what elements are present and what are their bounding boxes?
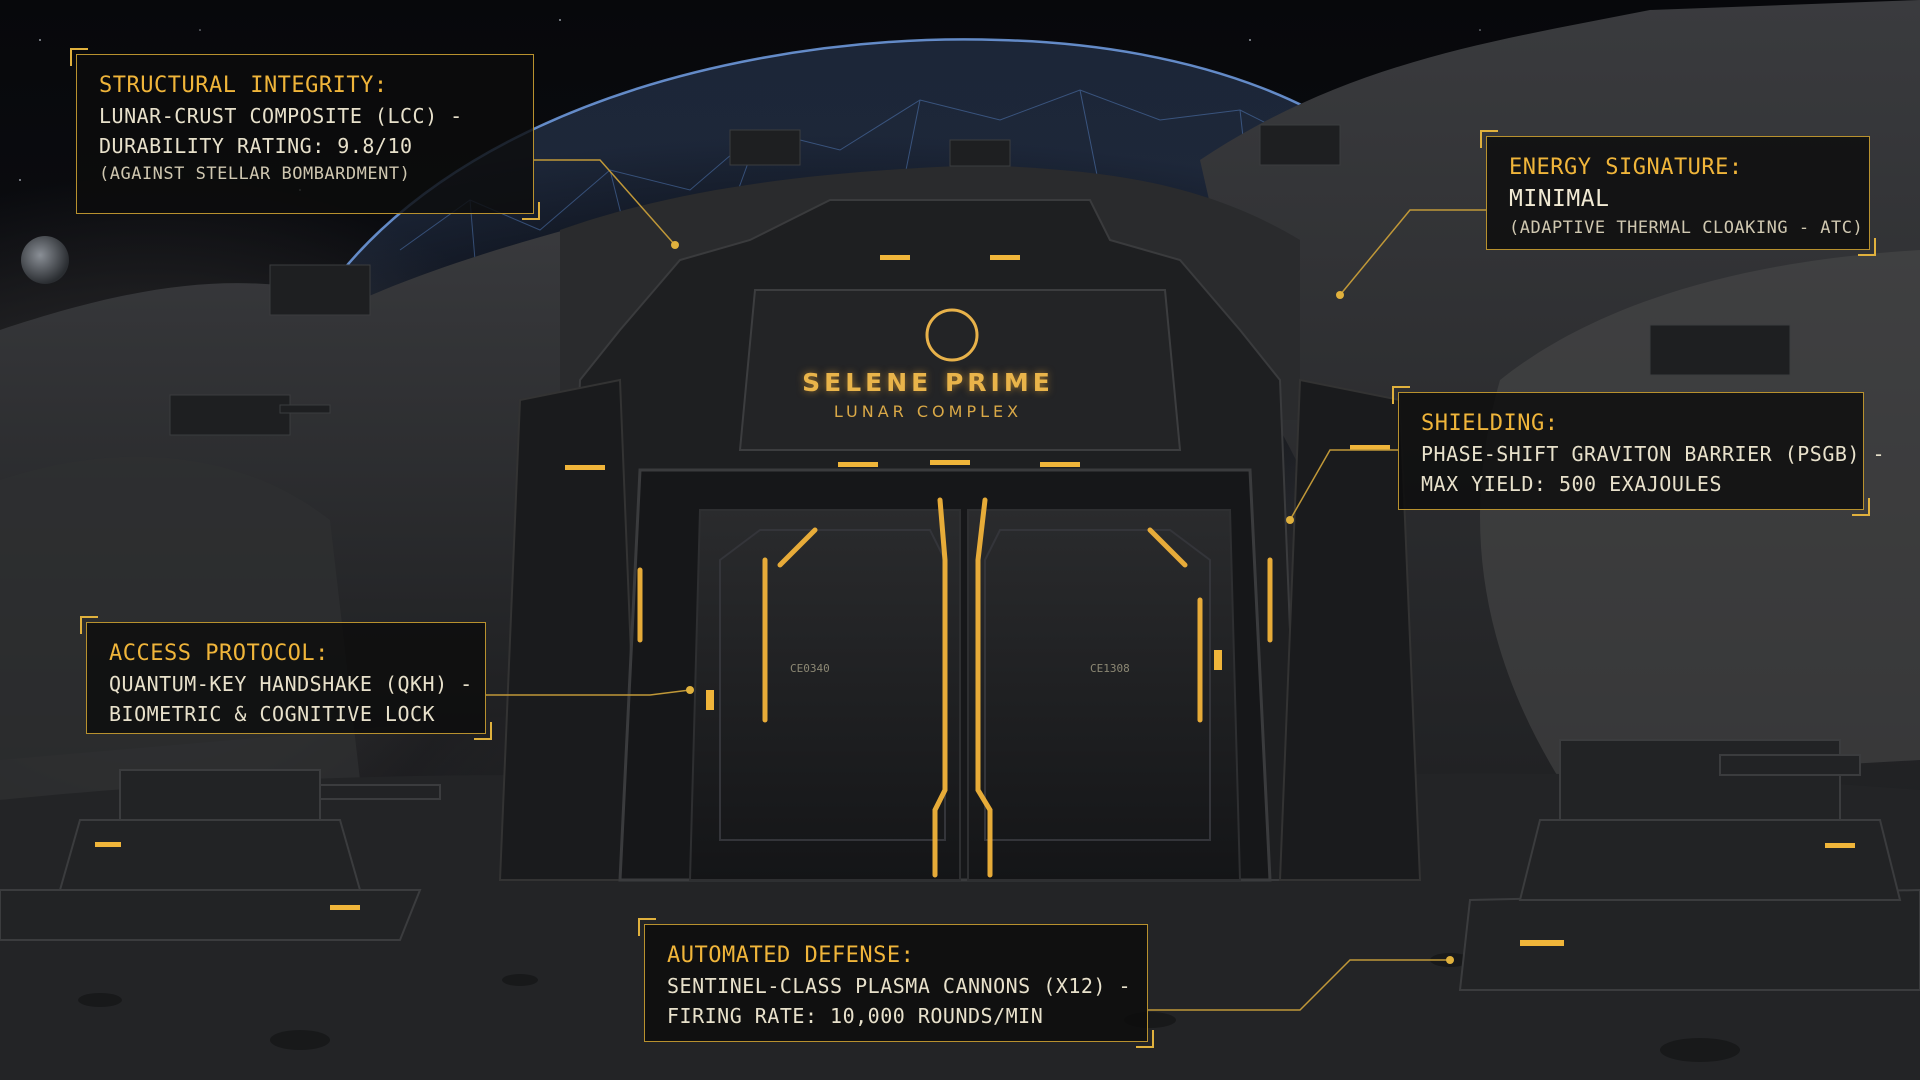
door-code-right: CE1308 (1090, 662, 1130, 675)
access-protocol-panel: ACCESS PROTOCOL: QUANTUM-KEY HANDSHAKE (… (80, 616, 492, 740)
turret-right (1458, 739, 1920, 991)
panel-heading: STRUCTURAL INTEGRITY: (99, 73, 388, 98)
structural-integrity-panel: STRUCTURAL INTEGRITY: LUNAR-CRUST COMPOS… (70, 48, 540, 220)
panel-heading: SHIELDING: (1421, 411, 1559, 436)
complex-name: SELENE PRIME (802, 368, 1054, 397)
turret-left (0, 769, 441, 941)
distant-planet (21, 236, 69, 284)
panel-line: PHASE-SHIFT GRAVITON BARRIER (PSGB) - (1421, 442, 1886, 466)
turret-small-4 (729, 124, 1341, 167)
panel-line: DURABILITY RATING: 9.8/10 (99, 134, 413, 158)
panel-line: MAX YIELD: 500 EXAJOULES (1421, 472, 1722, 496)
panel-note: (AGAINST STELLAR BOMBARDMENT) (99, 164, 411, 184)
panel-line: LUNAR-CRUST COMPOSITE (LCC) - (99, 104, 463, 128)
turret-small-3 (1649, 324, 1791, 376)
energy-signature-panel: ENERGY SIGNATURE: MINIMAL (ADAPTIVE THER… (1480, 130, 1876, 256)
turret-small-2 (269, 264, 371, 316)
panel-note: (ADAPTIVE THERMAL CLOAKING - ATC) (1509, 218, 1864, 238)
callout-lines (486, 159, 1486, 1011)
panel-value: MINIMAL (1509, 186, 1610, 212)
panel-line: QUANTUM-KEY HANDSHAKE (QKH) - (109, 672, 473, 696)
door-code-left: CE0340 (790, 662, 830, 675)
automated-defense-panel: AUTOMATED DEFENSE: SENTINEL-CLASS PLASMA… (638, 918, 1154, 1048)
panel-heading: ACCESS PROTOCOL: (109, 641, 329, 666)
panel-heading: AUTOMATED DEFENSE: (667, 943, 915, 968)
shielding-panel: SHIELDING: PHASE-SHIFT GRAVITON BARRIER … (1392, 386, 1886, 516)
panel-line: SENTINEL-CLASS PLASMA CANNONS (x12) - (667, 974, 1132, 998)
turret-small-1 (169, 394, 331, 436)
panel-line: FIRING RATE: 10,000 ROUNDS/MIN (667, 1004, 1044, 1028)
bunker-structure: CE0340 CE1308 (498, 199, 1422, 882)
panel-heading: ENERGY SIGNATURE: (1509, 155, 1743, 180)
complex-subtitle: LUNAR COMPLEX (833, 402, 1023, 421)
crescent-moon-icon (925, 308, 979, 362)
panel-line: BIOMETRIC & COGNITIVE LOCK (109, 702, 436, 726)
